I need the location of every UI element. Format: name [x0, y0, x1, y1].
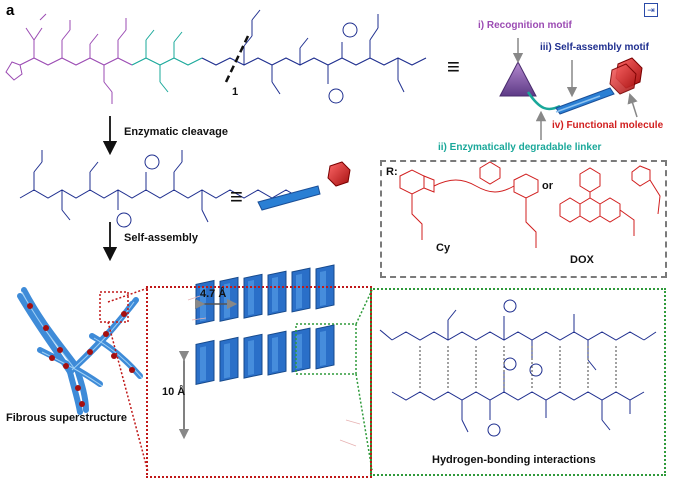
dox-label: DOX — [570, 254, 594, 266]
panel-label: a — [6, 2, 15, 19]
beta-sheet-zoom-box — [146, 286, 372, 478]
expand-icon[interactable]: ⇥ — [644, 3, 658, 17]
functional-molecule-label: iv) Functional molecule — [552, 120, 664, 131]
cy-label: Cy — [436, 242, 451, 254]
enzymatic-cleavage-label: Enzymatic cleavage — [124, 126, 228, 138]
r-group-box — [380, 160, 667, 278]
linker-label: ii) Enzymatically degradable linker — [438, 142, 602, 153]
cleaved-cartoon — [257, 161, 351, 211]
equiv-symbol-middle: ≡ — [230, 184, 243, 209]
compound-number: 1 — [232, 86, 239, 98]
hydrogen-bonding-label: Hydrogen-bonding interactions — [432, 454, 596, 466]
spacing-vertical-label: 10 Å — [162, 386, 186, 398]
motif-cartoon — [499, 38, 643, 140]
hbond-dashes — [419, 346, 617, 388]
or-label: or — [542, 180, 553, 192]
fibrous-superstructure-label: Fibrous superstructure — [6, 412, 128, 424]
r-group-label: R: — [386, 166, 398, 178]
recognition-motif-label: i) Recognition motif — [478, 20, 572, 31]
equiv-symbol-top: ≡ — [447, 54, 460, 79]
peptide-cleaved-structure — [19, 150, 315, 228]
self-assembly-label: Self-assembly — [124, 232, 198, 244]
hbond-zoom-box — [370, 288, 666, 476]
r-group-structures — [399, 161, 661, 248]
spacing-horizontal-label: 4.7 Å — [200, 288, 227, 300]
beta-sheet-stack — [178, 264, 361, 447]
peptide-1-structure — [5, 9, 427, 104]
self-assembly-motif-label: iii) Self-assembly motif — [540, 42, 649, 53]
fibrous-superstructure — [17, 287, 143, 415]
